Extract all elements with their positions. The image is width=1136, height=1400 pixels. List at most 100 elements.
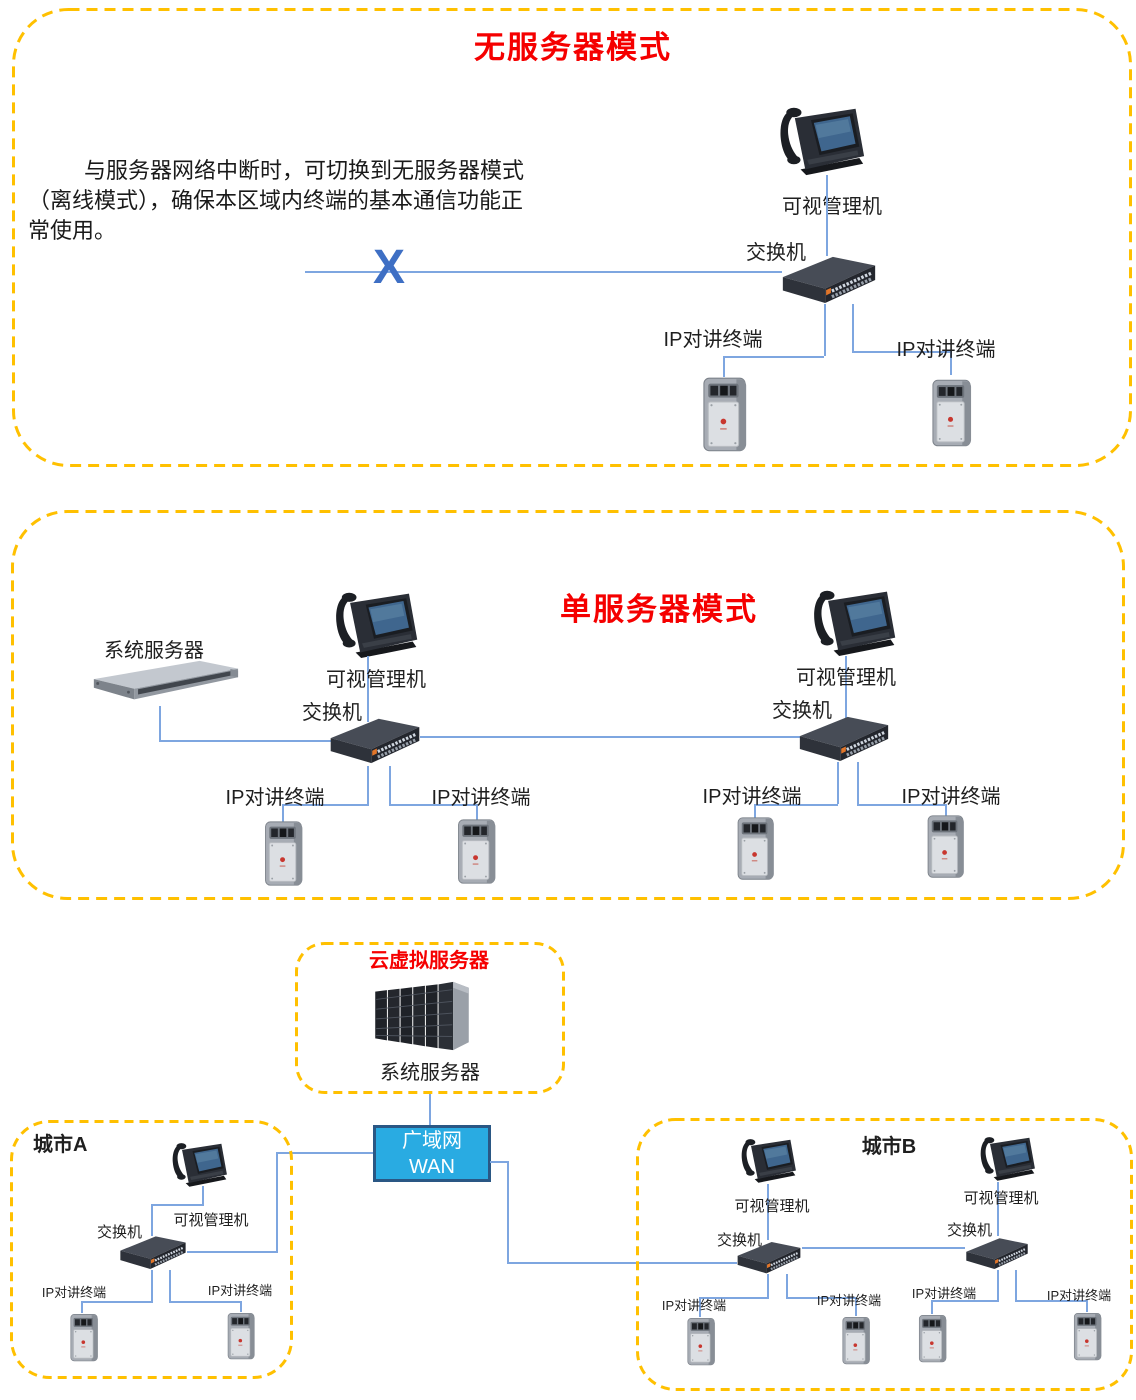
- intercom-terminal-icon: [734, 816, 777, 882]
- phone-label: 可视管理机: [782, 196, 882, 218]
- connector-line: [824, 304, 826, 356]
- connector-line: [1015, 1300, 1087, 1302]
- video-phone-icon: [735, 1136, 799, 1184]
- terminal-label: IP对讲终端: [702, 786, 802, 808]
- switch-label: 交换机: [746, 242, 806, 264]
- terminal-label: IP对讲终端: [207, 1283, 273, 1298]
- connector-line: [857, 804, 947, 806]
- wan-label-cn: 广域网: [402, 1129, 462, 1152]
- connector-line: [699, 1297, 701, 1317]
- connector-line: [754, 804, 756, 818]
- connector-line: [852, 351, 951, 353]
- terminal-label: IP对讲终端: [901, 786, 1001, 808]
- intercom-terminal-icon: [699, 376, 750, 454]
- terminal-label: IP对讲终端: [225, 787, 325, 809]
- connector-line: [282, 804, 369, 806]
- video-phone-icon: [772, 103, 867, 177]
- switch-icon: [119, 1234, 187, 1270]
- connector-line: [507, 1161, 509, 1264]
- connector-line: [845, 656, 847, 718]
- video-phone-icon: [806, 586, 898, 658]
- connector-line: [81, 1301, 152, 1303]
- connector-line: [1015, 1270, 1017, 1302]
- single-server-section-border: [11, 510, 1125, 900]
- phone-label: 可视管理机: [796, 667, 896, 689]
- connector-line: [476, 804, 478, 821]
- terminal-label: IP对讲终端: [661, 1298, 727, 1313]
- connector-line: [202, 1186, 204, 1206]
- intercom-terminal-icon: [1071, 1312, 1104, 1362]
- connector-line: [754, 804, 838, 806]
- connector-line: [931, 1300, 997, 1302]
- city-b-name: 城市B: [861, 1136, 917, 1158]
- serverless-title: 无服务器模式: [474, 30, 672, 65]
- connector-line: [151, 1270, 153, 1303]
- switch-icon: [798, 714, 890, 762]
- connector-line: [826, 175, 828, 256]
- connector-line: [950, 351, 952, 375]
- switch-label: 交换机: [717, 1232, 763, 1249]
- system-server-label: 系统服务器: [104, 640, 204, 662]
- connector-line: [81, 1301, 83, 1313]
- video-phone-icon: [166, 1140, 230, 1188]
- server-cluster-icon: [370, 978, 474, 1054]
- connector-line: [429, 1094, 431, 1125]
- connector-line: [1086, 1300, 1088, 1312]
- connector-line: [389, 804, 478, 806]
- system-server-label: 系统服务器: [380, 1062, 480, 1084]
- connector-line: [169, 1301, 241, 1303]
- connector-line: [420, 736, 800, 738]
- intercom-terminal-icon: [454, 818, 499, 886]
- connector-line: [767, 1184, 769, 1240]
- intercom-terminal-icon: [684, 1317, 718, 1367]
- switch-icon: [328, 716, 422, 764]
- video-phone-icon: [328, 588, 420, 660]
- connector-line: [837, 762, 839, 804]
- terminal-label: IP对讲终端: [911, 1286, 977, 1301]
- switch-icon: [780, 254, 878, 304]
- connector-line: [699, 1297, 768, 1299]
- terminal-label: IP对讲终端: [663, 329, 763, 351]
- connector-line: [852, 304, 854, 351]
- connector-line: [997, 1182, 999, 1236]
- connector-line: [802, 1247, 965, 1249]
- wan-label-en: WAN: [409, 1155, 455, 1178]
- switch-label: 交换机: [97, 1224, 143, 1241]
- connector-line: [723, 356, 725, 377]
- connector-line: [945, 804, 947, 816]
- switch-icon: [965, 1236, 1029, 1270]
- cloud-server-title: 云虚拟服务器: [369, 950, 489, 972]
- intercom-terminal-icon: [261, 820, 306, 888]
- connector-line: [187, 1251, 277, 1253]
- switch-label: 交换机: [947, 1222, 993, 1239]
- connector-line: [507, 1262, 737, 1264]
- wan-node: 广域网 WAN: [373, 1125, 491, 1182]
- connector-line: [277, 1152, 373, 1154]
- connector-line: [767, 1274, 769, 1299]
- intercom-terminal-icon: [839, 1316, 873, 1366]
- connector-line: [159, 706, 161, 742]
- city-b-border: [636, 1118, 1133, 1391]
- intercom-terminal-icon: [916, 1314, 949, 1364]
- connector-line: [857, 762, 859, 804]
- city-a-name: 城市A: [33, 1134, 88, 1156]
- phone-label: 可视管理机: [173, 1212, 249, 1229]
- connector-line: [389, 766, 391, 806]
- serverless-description: 与服务器网络中断时，可切换到无服务器模式（离线模式），确保本区域内终端的基本通信…: [28, 158, 525, 243]
- terminal-label: IP对讲终端: [896, 339, 996, 361]
- connector-line: [151, 1204, 153, 1236]
- connector-line: [786, 1274, 788, 1299]
- intercom-terminal-icon: [224, 1312, 258, 1361]
- connector-line: [282, 804, 284, 822]
- switch-label: 交换机: [302, 702, 362, 724]
- connector-line: [997, 1270, 999, 1302]
- terminal-label: IP对讲终端: [41, 1285, 107, 1300]
- serverless-section-border: [12, 8, 1132, 467]
- intercom-terminal-icon: [924, 814, 967, 880]
- connector-line: [786, 1297, 856, 1299]
- disconnect-x-mark: X: [372, 241, 406, 294]
- cloud-server-border: [295, 942, 565, 1094]
- connector-line: [367, 766, 369, 806]
- single-server-title: 单服务器模式: [560, 592, 758, 627]
- switch-label: 交换机: [772, 700, 832, 722]
